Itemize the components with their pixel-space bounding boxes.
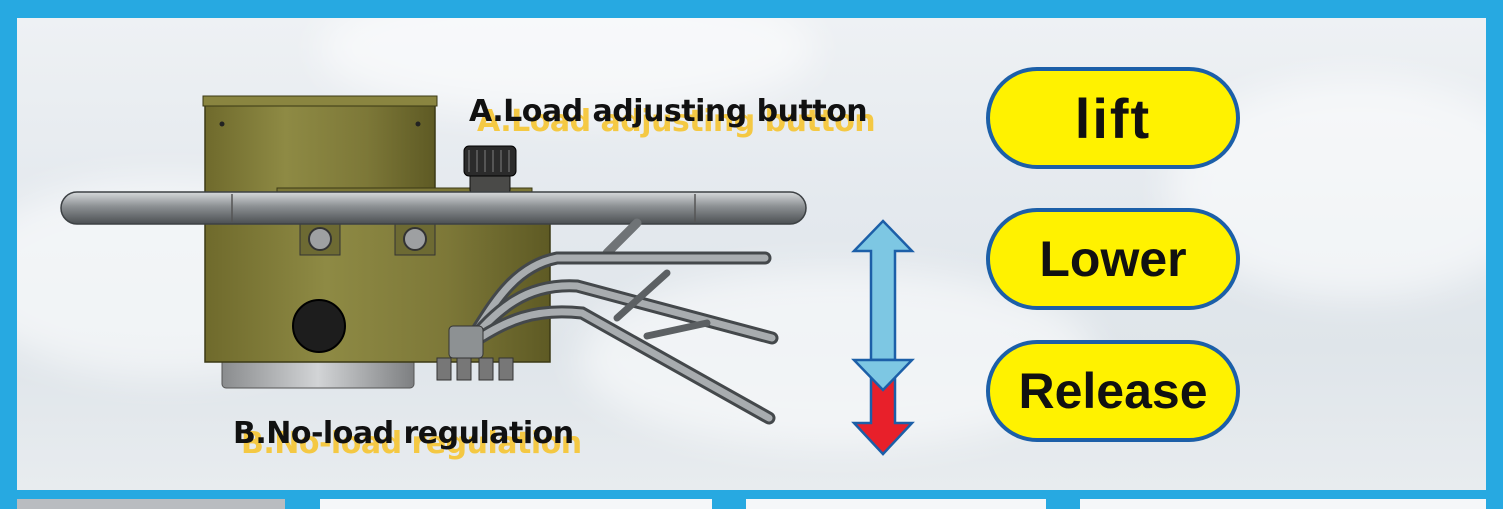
release-label: Release <box>1018 363 1208 419</box>
arrow-up <box>851 219 915 362</box>
lower-button[interactable]: Lower <box>986 208 1240 310</box>
strip-segment <box>746 499 1046 509</box>
strip-segment <box>320 499 712 509</box>
lift-button[interactable]: lift <box>986 67 1240 169</box>
diagram-panel: A.Load adjusting button A.Load adjusting… <box>17 18 1486 490</box>
lower-label: Lower <box>1039 231 1187 287</box>
release-button[interactable]: Release <box>986 340 1240 442</box>
machine-illustration <box>60 95 915 456</box>
strip-segment <box>1080 499 1486 509</box>
strip-segment <box>17 499 285 509</box>
lift-label: lift <box>1074 86 1152 150</box>
label-load-adjusting: A.Load adjusting button A.Load adjusting… <box>469 94 876 139</box>
label-no-load-regulation: B.No-load regulation B.No-load regulatio… <box>233 416 582 461</box>
